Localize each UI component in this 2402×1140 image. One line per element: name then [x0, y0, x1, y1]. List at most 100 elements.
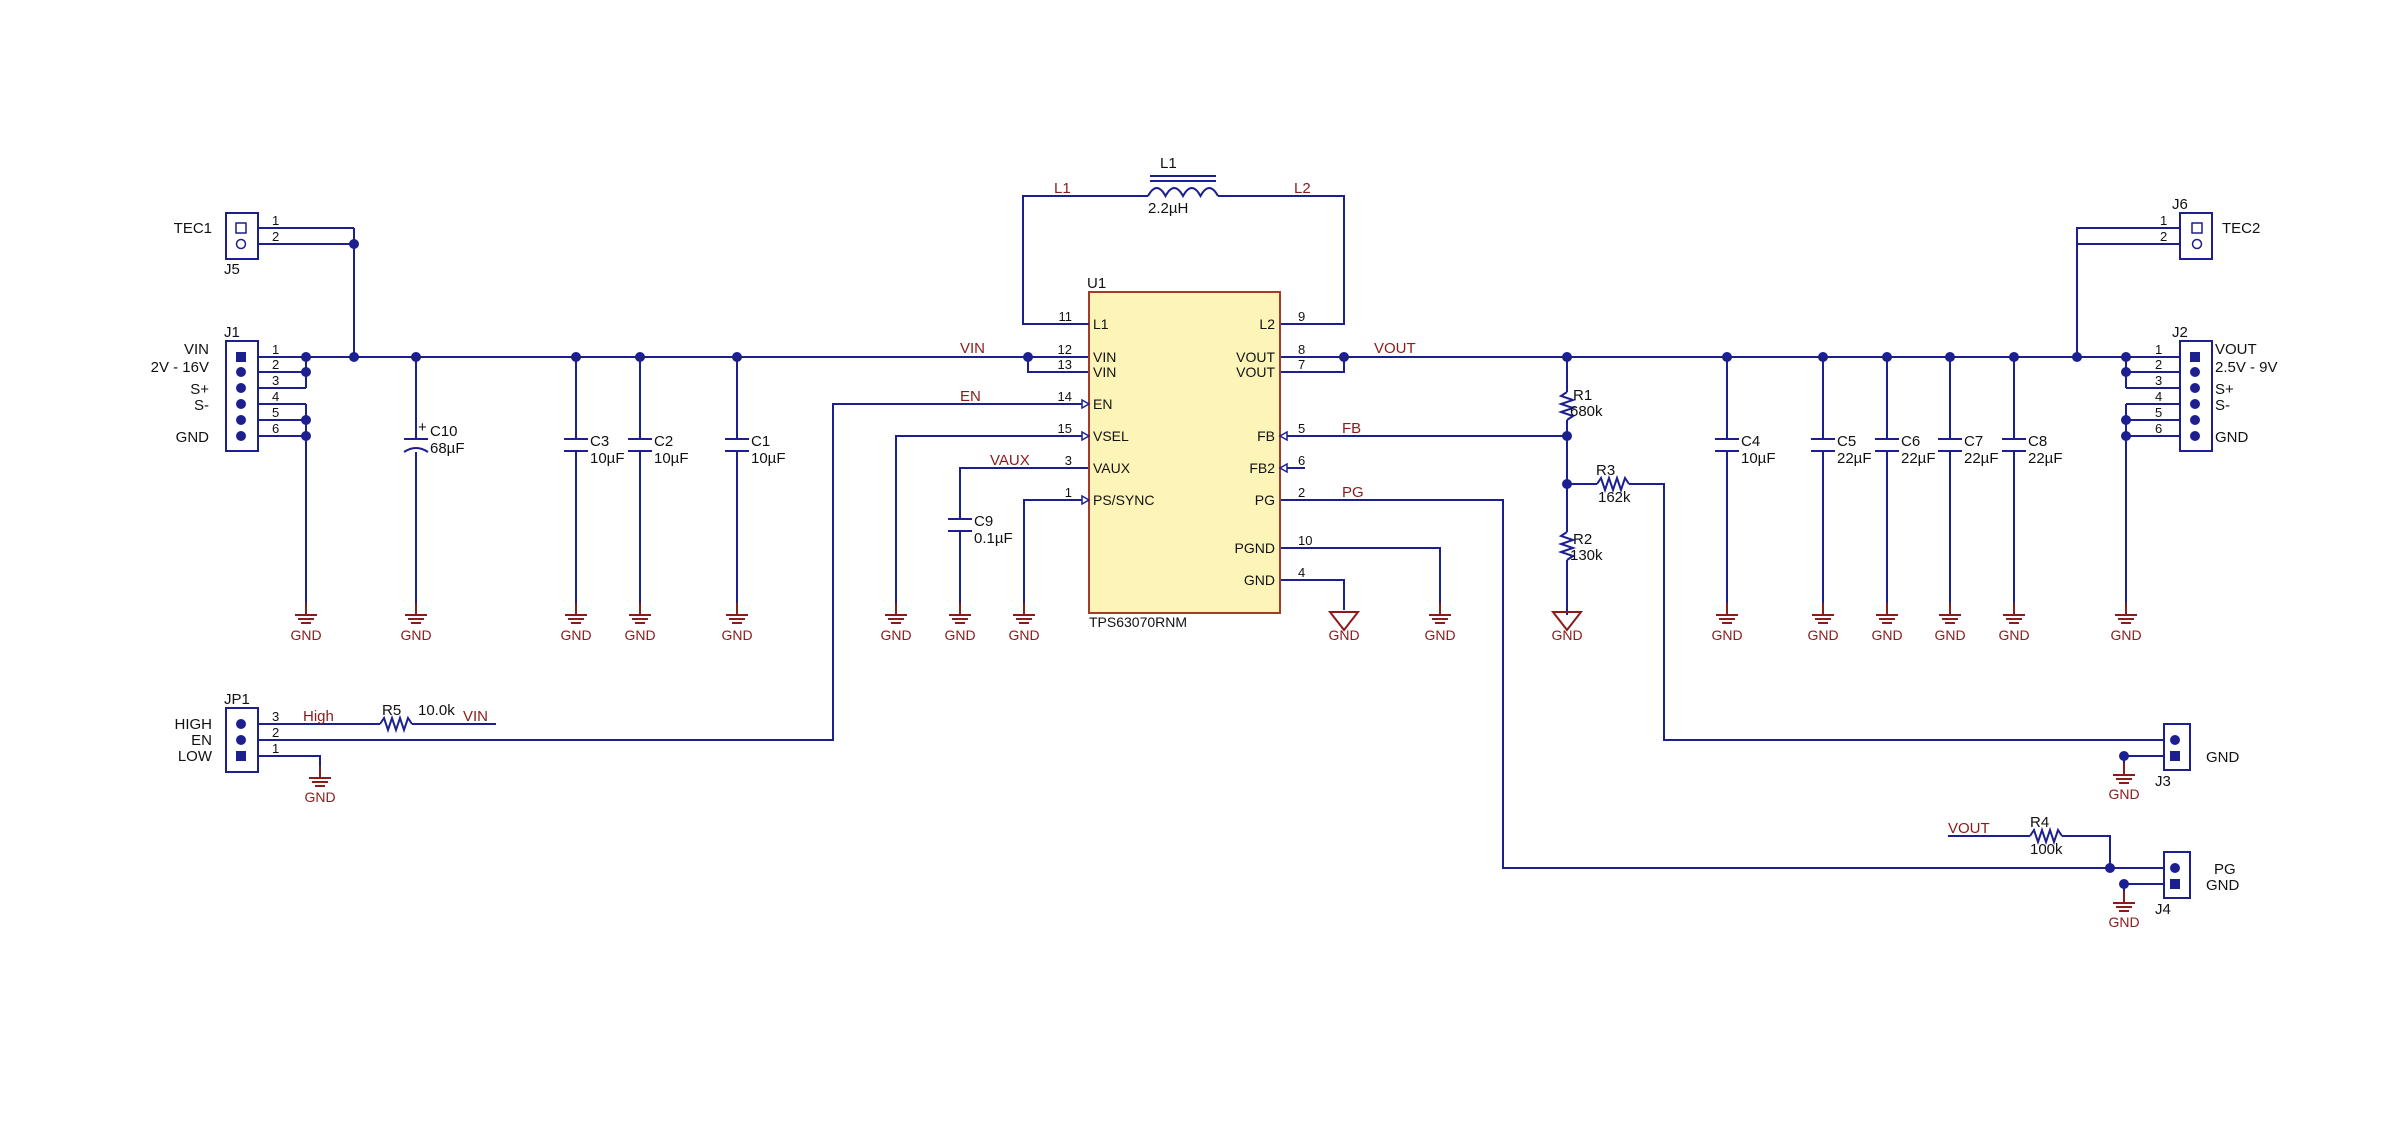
svg-text:JP1: JP1: [224, 691, 250, 708]
gnd-label: GND: [1711, 627, 1742, 643]
inductor-value: 2.2µH: [1148, 200, 1188, 217]
capacitor-c1: C1 10µF: [725, 433, 786, 467]
gnd-label: GND: [1551, 627, 1582, 643]
pin-name: EN: [1093, 396, 1112, 412]
gnd-label: GND: [2110, 627, 2141, 643]
svg-text:C9: C9: [974, 513, 993, 530]
svg-text:1: 1: [272, 741, 279, 756]
pin-num: 14: [1058, 389, 1072, 404]
pin-name: PGND: [1235, 540, 1275, 556]
gnd-label: GND: [944, 627, 975, 643]
net-label-vaux: VAUX: [990, 452, 1030, 469]
svg-text:2: 2: [272, 357, 279, 372]
pin-num: 4: [1298, 565, 1305, 580]
svg-text:6: 6: [272, 421, 279, 436]
svg-text:10µF: 10µF: [1741, 450, 1776, 467]
svg-text:J3: J3: [2155, 773, 2171, 790]
svg-text:1: 1: [272, 342, 279, 357]
net-label-vout-r4: VOUT: [1948, 820, 1990, 837]
gnd-label: GND: [624, 627, 655, 643]
pin-name: L2: [1259, 316, 1275, 332]
svg-text:R3: R3: [1596, 462, 1615, 479]
ic-u1: U1 TPS63070RNM 11 L1 12 VIN 13 VIN 14 EN…: [1040, 275, 1312, 630]
svg-text:+: +: [418, 419, 427, 436]
resistor-r2: R2 130k: [1557, 531, 1603, 564]
svg-text:C10: C10: [430, 423, 458, 440]
svg-text:4: 4: [2155, 389, 2162, 404]
capacitor-c2: C2 10µF: [628, 433, 689, 467]
svg-text:J5: J5: [224, 261, 240, 278]
svg-text:C7: C7: [1964, 433, 1983, 450]
gnd-label: GND: [1424, 627, 1455, 643]
svg-text:S+: S+: [190, 381, 209, 398]
svg-text:10µF: 10µF: [751, 450, 786, 467]
connector-j2: J2 1 2 3 4 5 6 VOUT 2.5V - 9V S+ S- GND: [2155, 324, 2278, 452]
pin-num: 1: [1065, 485, 1072, 500]
svg-text:R1: R1: [1573, 387, 1592, 404]
pin-num: 12: [1058, 342, 1072, 357]
pin-num: 7: [1298, 357, 1305, 372]
gnd-label: GND: [290, 627, 321, 643]
svg-text:J6: J6: [2172, 196, 2188, 213]
gnd-label: GND: [1328, 627, 1359, 643]
gnd-label: GND: [1871, 627, 1902, 643]
pin-name: PG: [1255, 492, 1275, 508]
svg-text:GND: GND: [176, 429, 210, 446]
connector-j3: J3 GND: [2155, 723, 2240, 790]
pin-num: 2: [1298, 485, 1305, 500]
svg-text:22µF: 22µF: [1837, 450, 1872, 467]
connector-j1: J1 1 2 3 4 5 6 VIN 2V - 16V S+ S- GND: [151, 324, 279, 452]
pin-name: VSEL: [1093, 428, 1129, 444]
pin-num: 9: [1298, 309, 1305, 324]
svg-text:2.5V - 9V: 2.5V - 9V: [2215, 359, 2278, 376]
svg-text:10µF: 10µF: [654, 450, 689, 467]
pin-num: 13: [1058, 357, 1072, 372]
pin-name: PS/SYNC: [1093, 492, 1154, 508]
svg-text:2: 2: [272, 725, 279, 740]
svg-text:TEC2: TEC2: [2222, 220, 2260, 237]
svg-text:1: 1: [2155, 342, 2162, 357]
capacitor-c7: C7 22µF: [1938, 433, 1999, 467]
pin-name: VOUT: [1236, 349, 1275, 365]
resistor-r3: R3 162k: [1596, 462, 1631, 506]
pin-num: 3: [1065, 453, 1072, 468]
capacitor-c3: C3 10µF: [564, 433, 625, 467]
net-label-pg: PG: [1342, 484, 1364, 501]
net-label-l1: L1: [1054, 180, 1071, 197]
svg-text:2: 2: [2155, 357, 2162, 372]
svg-text:GND: GND: [2206, 749, 2240, 766]
net-label-vin-jp1: VIN: [463, 708, 488, 725]
capacitor-c10: + C10 68µF: [403, 419, 465, 457]
svg-text:1: 1: [272, 213, 279, 228]
gnd-label: GND: [1008, 627, 1039, 643]
gnd-label: GND: [400, 627, 431, 643]
svg-text:S-: S-: [194, 397, 209, 414]
svg-text:0.1µF: 0.1µF: [974, 530, 1013, 547]
capacitor-c4: C4 10µF: [1715, 433, 1776, 467]
gnd-label: GND: [1807, 627, 1838, 643]
pin-name: VAUX: [1093, 460, 1131, 476]
svg-text:68µF: 68µF: [430, 440, 465, 457]
inductor-ref: L1: [1160, 155, 1177, 172]
gnd-label: GND: [880, 627, 911, 643]
svg-text:J2: J2: [2172, 324, 2188, 341]
capacitor-c8: C8 22µF: [2002, 433, 2063, 467]
svg-text:S-: S-: [2215, 397, 2230, 414]
capacitor-c9: C9 0.1µF: [948, 513, 1013, 547]
ic-ref: U1: [1087, 275, 1106, 292]
svg-text:5: 5: [272, 405, 279, 420]
gnd-label: GND: [2108, 786, 2139, 802]
svg-text:S+: S+: [2215, 381, 2234, 398]
svg-text:PG: PG: [2214, 861, 2236, 878]
connector-jp1: JP1 3 2 1 HIGH EN LOW: [175, 691, 279, 773]
pin-num: 6: [1298, 453, 1305, 468]
svg-text:C8: C8: [2028, 433, 2047, 450]
svg-text:C3: C3: [590, 433, 609, 450]
resistor-r1: R1 680k: [1557, 387, 1603, 421]
junction-dots: [301, 239, 2131, 889]
gnd-label: GND: [721, 627, 752, 643]
svg-text:C2: C2: [654, 433, 673, 450]
capacitors: + C10 68µF C3 10µF C2 10µF C1 10µF C9 0.…: [403, 419, 2063, 547]
svg-text:VIN: VIN: [184, 341, 209, 358]
